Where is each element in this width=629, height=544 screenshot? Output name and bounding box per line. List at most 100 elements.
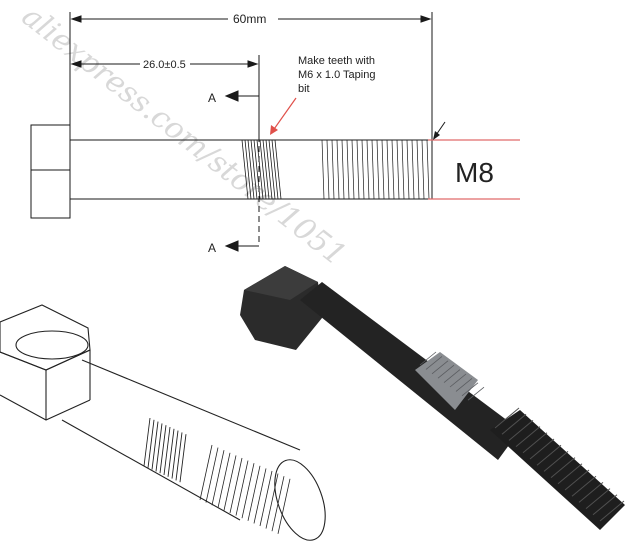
drawing-thread xyxy=(321,139,430,200)
photo-knurl-line xyxy=(455,378,473,392)
iso-hex-top xyxy=(0,304,91,371)
knurl-line xyxy=(265,139,273,200)
knurl-line xyxy=(241,139,249,200)
photo-thread-line xyxy=(550,457,576,478)
photo-thread-line xyxy=(508,420,534,441)
iso-knurl-line xyxy=(147,419,155,468)
thread-line xyxy=(416,139,420,200)
dim-60-arrow-left xyxy=(70,15,82,23)
iso-thread-line xyxy=(247,465,261,521)
photo-knurl-line xyxy=(449,373,467,388)
thread-line xyxy=(411,139,415,200)
knurl-line xyxy=(247,139,255,200)
dim-26-arrow-right xyxy=(247,60,259,68)
photo-thread-line xyxy=(592,494,618,516)
photo-thread-line xyxy=(515,426,541,447)
photo-knurl-line xyxy=(419,351,437,366)
iso-thread-line xyxy=(265,473,279,529)
thread-size-label: M8 xyxy=(455,157,494,188)
watermark-text: aliexpress.com/store/1051 xyxy=(15,0,352,273)
iso-knurl-line xyxy=(175,432,183,481)
annotation-line-3: bit xyxy=(298,83,310,95)
iso-thread-line xyxy=(229,457,243,514)
photo-thread-line xyxy=(571,475,597,497)
dim-60-label-bg xyxy=(228,10,278,27)
photo-knurl-line xyxy=(437,364,455,379)
photo-thread-line xyxy=(536,444,562,466)
iso-hex-washer xyxy=(15,330,89,360)
thread-line xyxy=(401,139,405,200)
bolt-photo xyxy=(240,266,625,530)
knurl-line xyxy=(244,139,252,200)
thread-line xyxy=(346,139,350,200)
iso-thread-line xyxy=(223,455,237,511)
iso-thread-line xyxy=(277,478,291,534)
photo-thread-line xyxy=(599,500,625,522)
photo-thread-line xyxy=(557,463,583,485)
iso-knurl-line xyxy=(155,423,163,472)
iso-knurl-line xyxy=(163,426,171,476)
knurl-line xyxy=(259,139,267,200)
thread-line xyxy=(336,139,340,200)
photo-thread-line xyxy=(578,482,604,503)
annotation-leader xyxy=(271,97,297,133)
dim-60-arrow-right xyxy=(420,15,432,23)
iso-shank-top xyxy=(81,359,301,451)
annotation-line-2: M6 x 1.0 Taping xyxy=(298,69,375,81)
iso-thread-line xyxy=(253,468,267,524)
photo-thread-line xyxy=(585,488,611,509)
iso-thread-line xyxy=(241,463,255,519)
thread-line xyxy=(341,139,345,200)
thread-line xyxy=(351,139,355,200)
thread-line xyxy=(371,139,375,200)
knurl-line xyxy=(274,139,282,200)
iso-thread-line xyxy=(217,452,231,508)
thread-line xyxy=(386,139,390,200)
iso-shank-bottom xyxy=(61,419,241,521)
thread-line xyxy=(326,139,330,200)
iso-knurl-line xyxy=(179,434,187,483)
iso-knurl-line xyxy=(171,430,179,479)
photo-knurl-line xyxy=(461,382,479,397)
photo-thread-line xyxy=(529,438,555,460)
photo-knurl-line xyxy=(443,369,461,383)
iso-thread-line xyxy=(235,460,249,516)
thread-line xyxy=(396,139,400,200)
thread-line xyxy=(366,139,370,200)
thread-line xyxy=(426,139,430,200)
photo-knurl-lines xyxy=(419,351,485,401)
iso-thread-line xyxy=(211,450,225,506)
iso-thread-line xyxy=(199,444,213,501)
photo-thread-line xyxy=(564,469,590,491)
photo-bolt-shank xyxy=(300,282,520,460)
photo-thread-line xyxy=(543,451,569,472)
photo-thread-line xyxy=(501,413,527,435)
iso-thread-line xyxy=(259,470,273,527)
thread-line xyxy=(361,139,365,200)
knurl-line xyxy=(256,139,264,200)
isometric-drawing xyxy=(0,304,326,541)
dim-26-arrow-left xyxy=(70,60,82,68)
thread-line xyxy=(356,139,360,200)
thread-line xyxy=(331,139,335,200)
photo-knurl-line xyxy=(425,356,443,370)
technical-drawing xyxy=(30,12,433,252)
thread-line xyxy=(376,139,380,200)
annotation-arrowhead xyxy=(270,125,278,135)
section-arrowhead-top xyxy=(224,90,239,102)
knurl-line xyxy=(262,139,270,200)
thread-line xyxy=(421,139,425,200)
iso-knurl xyxy=(143,417,187,483)
knurl-line xyxy=(250,139,258,200)
photo-thread-line xyxy=(494,407,520,429)
iso-hex-bottom xyxy=(0,394,91,421)
photo-bolt-head-shade xyxy=(244,266,318,300)
iso-knurl-line xyxy=(151,421,159,470)
iso-knurl-line xyxy=(143,417,151,467)
thread-line xyxy=(391,139,395,200)
dim-26-label-bg xyxy=(140,56,190,72)
iso-thread xyxy=(199,444,291,534)
knurl-line xyxy=(268,139,276,200)
iso-thread-line xyxy=(205,447,219,503)
annotation-line-1: Make teeth with xyxy=(298,55,375,67)
